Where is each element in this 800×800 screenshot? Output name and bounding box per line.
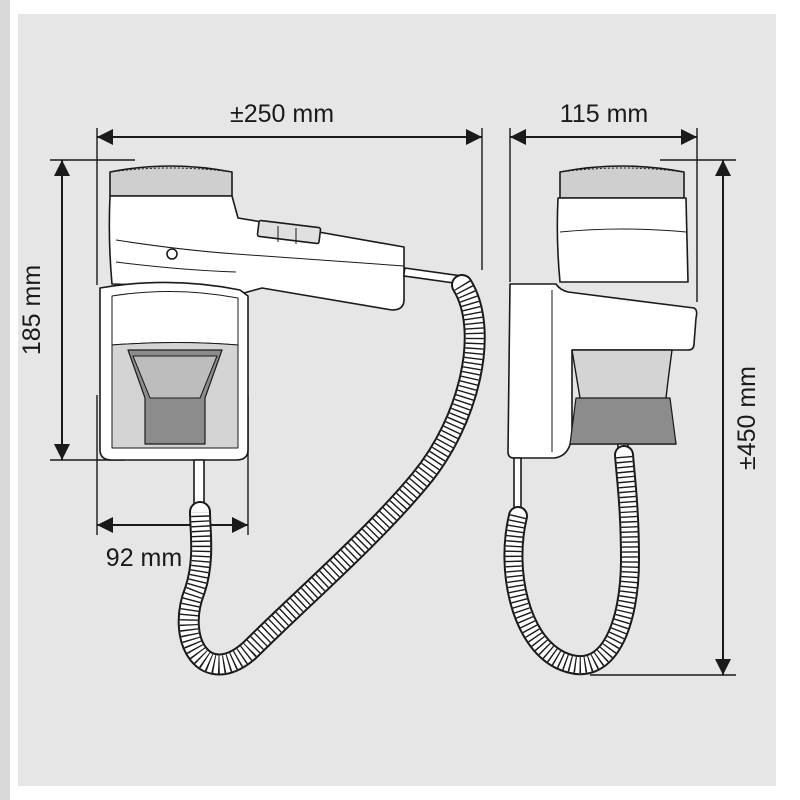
dimension-lines	[50, 128, 736, 676]
holder-width-label: 92 mm	[106, 544, 182, 572]
coiled-cord-side	[503, 445, 641, 676]
hair-dryer-side-view	[507, 165, 698, 517]
coiled-cord-front	[177, 274, 486, 676]
left-accent-bar	[0, 0, 10, 800]
overall-height-label: ±450 mm	[733, 366, 761, 470]
overall-width-label: ±250 mm	[230, 100, 334, 128]
hair-dryer-front-view	[99, 165, 464, 509]
height-label: 185 mm	[18, 265, 46, 355]
side-depth-label: 115 mm	[560, 100, 648, 128]
